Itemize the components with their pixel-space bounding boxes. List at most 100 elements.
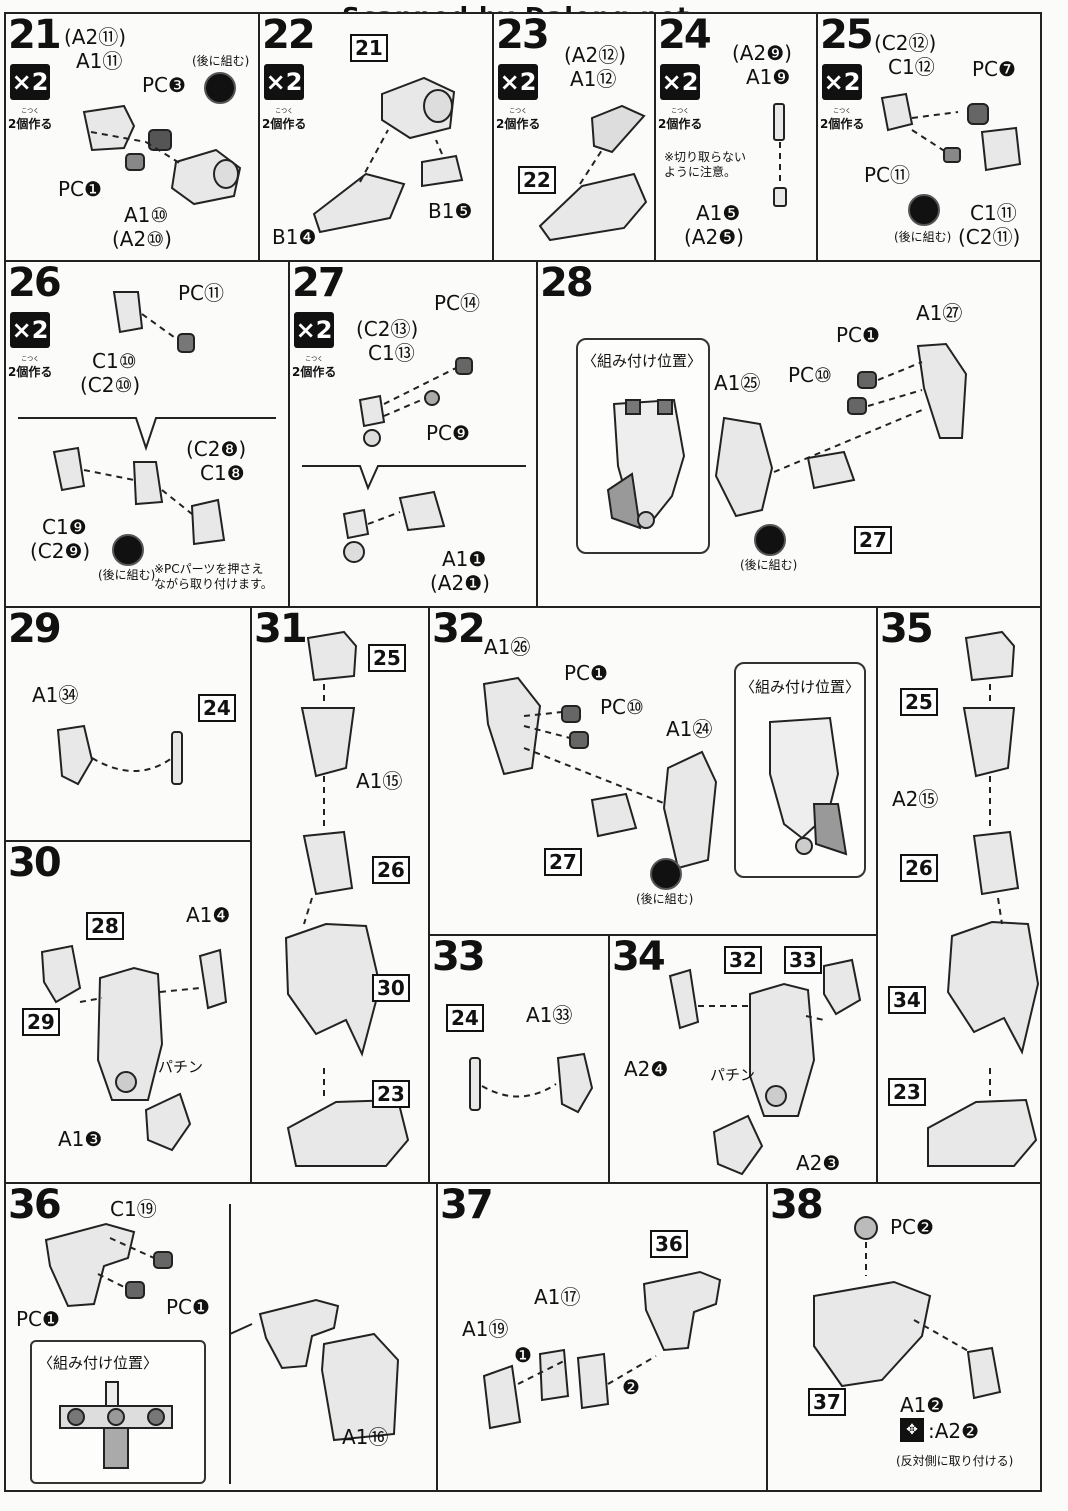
part-label: A1⑰ bbox=[534, 1285, 581, 1309]
step-number: 35 bbox=[880, 606, 934, 652]
step-reference: 30 bbox=[372, 974, 410, 1002]
part-label: (A2⑪) bbox=[64, 25, 127, 49]
part-illustration bbox=[668, 958, 862, 1176]
later-note: (後に組む) bbox=[98, 568, 156, 582]
later-note: (後に組む) bbox=[894, 230, 952, 244]
x2-badge: ×2 bbox=[264, 64, 304, 100]
step-reference: 25 bbox=[368, 644, 406, 672]
x2-badge: ×2 bbox=[294, 312, 334, 348]
step-reference: 37 bbox=[808, 1388, 846, 1416]
part-label: PC❷ bbox=[890, 1215, 934, 1239]
step-number: 38 bbox=[770, 1182, 824, 1228]
part-label: A1㉕ bbox=[714, 371, 761, 395]
part-illustration bbox=[482, 1270, 722, 1430]
step-34-panel: 34 32 33 A2❹ パチン A2❸ bbox=[608, 934, 878, 1184]
step-29-panel: 29 24 A1㉞ bbox=[4, 606, 252, 842]
part-label: A1❸ bbox=[58, 1127, 103, 1151]
assembly-position-inset: 〈組み付け位置〉 bbox=[576, 338, 710, 554]
later-assembly-marker bbox=[650, 858, 682, 890]
x2-badge: ×2 bbox=[822, 64, 862, 100]
part-illustration bbox=[56, 724, 183, 786]
step-number: 32 bbox=[432, 606, 486, 652]
part-illustration bbox=[482, 676, 718, 870]
assembly-position-inset: 〈組み付け位置〉 bbox=[30, 1340, 206, 1484]
part-label: C1⑬ bbox=[368, 341, 415, 365]
part-illustration bbox=[880, 92, 1022, 172]
step-reference: 28 bbox=[86, 912, 124, 940]
step-reference: 23 bbox=[888, 1078, 926, 1106]
step-reference: 32 bbox=[724, 946, 762, 974]
part-label: C1❾ bbox=[42, 515, 87, 539]
part-label: A1⑫ bbox=[570, 67, 617, 91]
part-label: A1⑮ bbox=[356, 769, 403, 793]
caution-note: ※切り取らないように注意。 bbox=[664, 150, 747, 179]
opposite-side-icon: ✥ bbox=[900, 1418, 924, 1442]
part-label: A1❹ bbox=[186, 903, 231, 927]
step-reference: 22 bbox=[518, 166, 556, 194]
step-number: 29 bbox=[8, 606, 62, 652]
part-label: A1⑲ bbox=[462, 1317, 509, 1341]
part-label: PC⑩ bbox=[600, 695, 644, 719]
step-reference: 33 bbox=[784, 946, 822, 974]
later-assembly-marker bbox=[754, 524, 786, 556]
inset-title: 〈組み付け位置〉 bbox=[582, 352, 703, 370]
part-label: C1⑩ bbox=[92, 349, 137, 373]
part-label: (C2⑪) bbox=[958, 225, 1021, 249]
inset-illustration bbox=[769, 716, 848, 856]
part-label: C1⑪ bbox=[970, 201, 1017, 225]
part-label: (A2⑫) bbox=[564, 43, 627, 67]
part-label: A1❺ bbox=[696, 201, 741, 225]
later-note: (後に組む) bbox=[740, 558, 798, 572]
part-label: (A2❾) bbox=[732, 41, 792, 65]
step-number: 27 bbox=[292, 260, 346, 306]
step-reference: 36 bbox=[650, 1230, 688, 1258]
inset-illustration bbox=[59, 1381, 173, 1469]
part-illustration bbox=[302, 357, 526, 563]
part-label: A2❸ bbox=[796, 1151, 841, 1175]
x2-badge: ×2 bbox=[660, 64, 700, 100]
part-label: B1❹ bbox=[272, 225, 317, 249]
later-assembly-marker bbox=[112, 534, 144, 566]
part-illustration bbox=[18, 291, 276, 546]
part-label: PC❼ bbox=[972, 57, 1016, 81]
step-reference: 27 bbox=[544, 848, 582, 876]
part-label: PC⑪ bbox=[178, 281, 225, 305]
sequence-marker: ❷ bbox=[622, 1375, 640, 1399]
part-label: PC⑭ bbox=[434, 291, 481, 315]
part-label: PC⑩ bbox=[788, 363, 832, 387]
step-reference: 26 bbox=[900, 854, 938, 882]
part-label: (C2⑫) bbox=[874, 31, 937, 55]
later-note: (後に組む) bbox=[636, 892, 694, 906]
part-label: A1㉔ bbox=[666, 717, 713, 741]
snap-sound-label: パチン bbox=[158, 1058, 204, 1076]
assembly-position-inset: 〈組み付け位置〉 bbox=[734, 662, 866, 878]
inset-title: 〈組み付け位置〉 bbox=[740, 678, 861, 696]
part-label: (C2⑬) bbox=[356, 317, 419, 341]
step-reference: 24 bbox=[198, 694, 236, 722]
sequence-marker: ❶ bbox=[514, 1343, 532, 1367]
part-label: (A2❺) bbox=[684, 225, 744, 249]
step-32-panel: 32 〈組み付け位置〉 (後に組む) 27 A1㉖ PC❶ PC⑩ A1㉔ bbox=[428, 606, 878, 936]
inset-illustration bbox=[606, 398, 686, 530]
part-illustration bbox=[44, 1204, 400, 1484]
step-number: 22 bbox=[262, 12, 316, 58]
part-label: (C2⑩) bbox=[80, 373, 141, 397]
step-number: 24 bbox=[658, 12, 712, 58]
step-number: 21 bbox=[8, 12, 62, 58]
part-label: A1⑪ bbox=[76, 49, 123, 73]
part-illustration bbox=[469, 1052, 594, 1114]
later-assembly-marker bbox=[204, 72, 236, 104]
part-label: (C2❽) bbox=[186, 437, 247, 461]
part-illustration bbox=[538, 104, 648, 242]
step-reference: 23 bbox=[372, 1080, 410, 1108]
part-label: (A2⑩) bbox=[112, 227, 172, 251]
step-37-panel: 37 36 A1⑰ A1⑲ ❶ ❷ bbox=[436, 1182, 768, 1492]
part-illustration bbox=[284, 630, 410, 1167]
